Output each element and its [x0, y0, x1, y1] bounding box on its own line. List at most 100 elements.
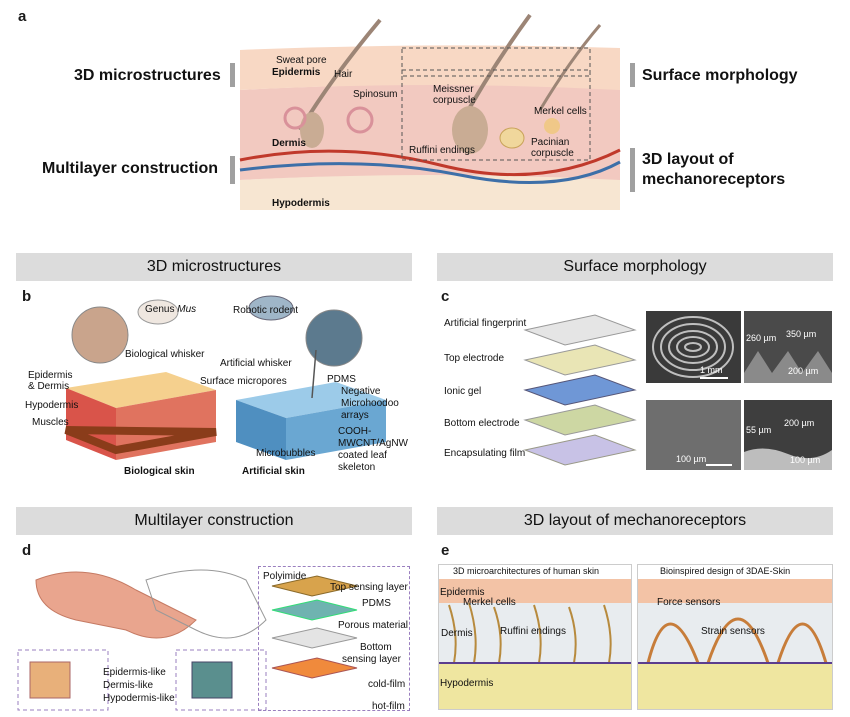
label-negative-2: Microhoodoo [341, 398, 399, 409]
header-3d-layout: 3D layout of mechanoreceptors [437, 507, 833, 535]
sem-scale-1mm: 1 mm [700, 365, 723, 375]
label-pdms-d: PDMS [362, 598, 391, 609]
sem-scale-260: 260 µm [746, 333, 777, 343]
label-3d-microstructures: 3D microstructures [74, 67, 221, 84]
sem-scale-350: 350 µm [786, 329, 817, 339]
label-epidermis-dermis-1: Epidermis [28, 370, 73, 381]
label-epidermis: Epidermis [272, 67, 321, 78]
label-bottom-sensing-2: sensing layer [342, 654, 401, 665]
layer-ionic-gel: Ionic gel [444, 386, 482, 397]
bracket-multilayer [230, 156, 235, 184]
panel-a-letter: a [18, 8, 27, 25]
bracket-surface-morphology [630, 63, 635, 87]
e-left-epidermis-layer [439, 579, 631, 603]
label-bottom-sensing-1: Bottom [360, 642, 392, 653]
label-hair: Hair [334, 69, 353, 80]
label-hypodermis-like: Hypodermis-like [103, 693, 175, 704]
label-hot-film: hot-film [372, 701, 405, 712]
label-top-sensing-layer: Top sensing layer [330, 582, 408, 593]
layer-encapsulating-film: Encapsulating film [444, 448, 526, 459]
panel-d-layer-stack [271, 575, 358, 679]
label-meissner-2: corpuscle [433, 95, 476, 106]
label-biological-whisker: Biological whisker [125, 349, 205, 360]
label-pacinian-1: Pacinian [531, 137, 570, 148]
header-3d-microstructures: 3D microstructures [16, 253, 412, 281]
label-robotic-rodent: Robotic rodent [233, 305, 299, 316]
sem-ridges: 260 µm 350 µm 200 µm [744, 311, 832, 383]
sem-scale-100-left: 100 µm [676, 454, 707, 464]
sem-scale-200-b: 200 µm [784, 418, 815, 428]
layer-artificial-fingerprint: Artificial fingerprint [444, 318, 527, 329]
label-merkel-cells: Merkel cells [534, 106, 587, 117]
sem-scale-200: 200 µm [788, 366, 819, 376]
e-label-merkel: Merkel cells [463, 597, 516, 608]
panel-d-letter: d [22, 542, 32, 559]
scalebar-1mm [700, 377, 728, 379]
label-muscles: Muscles [32, 417, 69, 428]
panel-e-letter: e [441, 542, 450, 559]
label-meissner-1: Meissner [433, 84, 474, 95]
label-negative-1: Negative [341, 386, 381, 397]
label-dermis: Dermis [272, 138, 306, 149]
sem-fingerprint: 1 mm [646, 311, 741, 383]
header-multilayer-construction: Multilayer construction [16, 507, 412, 535]
sem-scale-55: 55 µm [746, 425, 772, 435]
e-right-epidermis-layer [638, 579, 832, 603]
e-label-strain-sensors: Strain sensors [701, 626, 765, 637]
e-left-title: 3D microarchitectures of human skin [453, 566, 600, 576]
label-biological-skin: Biological skin [124, 466, 195, 477]
label-polyimide: Polyimide [263, 571, 307, 582]
e-label-epidermis: Epidermis [440, 587, 485, 598]
label-epidermis-like: Epidermis-like [103, 667, 166, 678]
label-cooh-1: COOH- [338, 426, 372, 437]
e-label-dermis: Dermis [441, 628, 473, 639]
e-left-hypodermis-layer [439, 663, 631, 709]
header-surface-morphology: Surface morphology [437, 253, 833, 281]
scalebar-100-left [706, 464, 732, 466]
label-epidermis-dermis-2: & Dermis [28, 381, 70, 392]
panel-c-stack [523, 314, 637, 466]
label-artificial-whisker: Artificial whisker [220, 358, 292, 369]
label-surface-micropores: Surface micropores [200, 376, 287, 387]
label-microbubbles: Microbubbles [256, 448, 316, 459]
panel-b-letter: b [22, 288, 32, 305]
panel-d-hands [17, 569, 267, 711]
label-negative-3: arrays [341, 410, 369, 421]
label-cooh-3: coated leaf [338, 450, 387, 461]
label-pdms-b: PDMS [327, 374, 356, 385]
label-multilayer-construction: Multilayer construction [42, 160, 219, 177]
e-label-force-sensors: Force sensors [657, 597, 721, 608]
label-hypodermis-b: Hypodermis [25, 400, 79, 411]
e-label-ruffini: Ruffini endings [500, 626, 566, 637]
label-dermis-like: Dermis-like [103, 680, 153, 691]
label-mechanoreceptors: mechanoreceptors [642, 171, 786, 188]
skin-cross-section [239, 13, 621, 210]
panel-c-letter: c [441, 288, 450, 305]
e-label-hypodermis: Hypodermis [440, 678, 494, 689]
sem-crosssection: 55 µm 200 µm 100 µm [744, 400, 832, 470]
e-right-title: Bioinspired design of 3DAE-Skin [660, 566, 791, 576]
bracket-3d-microstructures [230, 63, 235, 87]
label-artificial-skin: Artificial skin [242, 466, 305, 477]
sem-scale-100-right: 100 µm [790, 455, 821, 465]
label-sweat-pore: Sweat pore [276, 55, 327, 66]
e-right-dermis-layer [638, 603, 832, 663]
bracket-mechanoreceptors [630, 148, 635, 192]
panel-b-illustration [64, 295, 386, 460]
label-cooh-4: skeleton [338, 462, 376, 473]
panel-e-right-skin [637, 564, 833, 710]
label-3d-layout-of: 3D layout of [642, 151, 734, 168]
layer-bottom-electrode: Bottom electrode [444, 418, 520, 429]
label-ruffini-endings: Ruffini endings [409, 145, 475, 156]
label-cold-film: cold-film [368, 679, 406, 690]
e-right-sensors [638, 617, 832, 664]
e-right-hypodermis-layer [638, 663, 832, 709]
label-spinosum: Spinosum [353, 89, 398, 100]
panel-e-left-skin [438, 564, 632, 710]
label-genus-mus: Genus Mus [145, 304, 197, 315]
panel-d-layer-stack-box [258, 566, 410, 711]
sem-porous: 100 µm [646, 400, 741, 470]
label-pacinian-2: corpuscle [531, 148, 574, 159]
label-hypodermis: Hypodermis [272, 198, 330, 209]
label-cooh-2: MWCNT/AgNW [338, 438, 408, 449]
